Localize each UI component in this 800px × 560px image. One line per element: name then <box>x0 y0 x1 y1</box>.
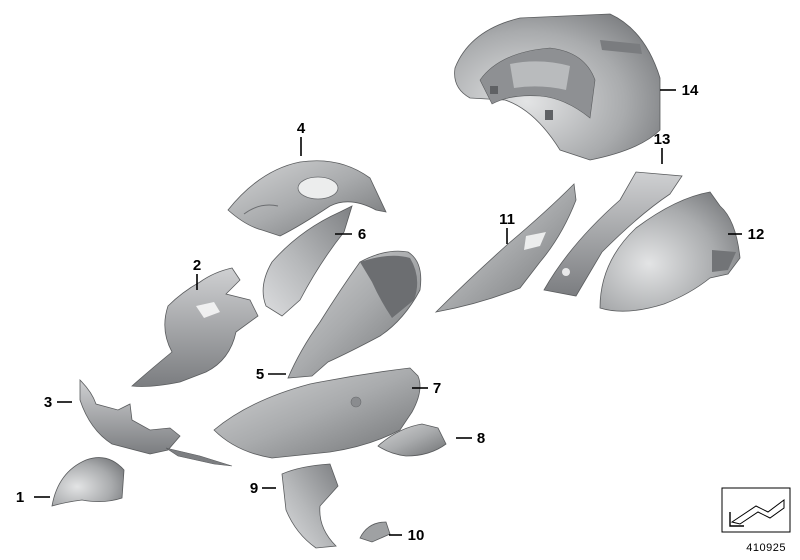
part-11-tail-side-panel <box>434 183 577 313</box>
view-direction-icon <box>721 487 791 533</box>
callout-10: 10 <box>408 527 425 544</box>
callout-6: 6 <box>358 226 366 243</box>
part-8-small-cover <box>377 423 447 457</box>
part-5-inner-panel <box>287 250 422 379</box>
part-14-top-case <box>454 13 661 161</box>
callout-4: 4 <box>297 120 306 137</box>
part-9-lower-trim <box>281 463 339 549</box>
callout-12: 12 <box>748 226 765 243</box>
part-4-upper-cover <box>227 160 387 237</box>
callout-9: 9 <box>250 480 258 497</box>
callout-14: 14 <box>682 82 699 99</box>
callout-7: 7 <box>433 380 441 397</box>
part-2-front-side-fairing <box>131 267 259 387</box>
callout-2: 2 <box>193 257 201 274</box>
callout-11: 11 <box>499 211 515 228</box>
callout-1: 1 <box>16 489 24 506</box>
part-7-lower-fairing-panel <box>213 367 421 459</box>
callout-5: 5 <box>256 366 264 383</box>
part-13-tail-trim <box>543 171 683 297</box>
part-10-small-cap <box>359 521 391 543</box>
part-1-front-mudguard <box>51 457 125 507</box>
callout-8: 8 <box>477 430 485 447</box>
callout-13: 13 <box>654 131 671 148</box>
part-3-front-spoiler <box>79 379 233 467</box>
part-6-side-panel <box>262 205 353 317</box>
diagram-number: 410925 <box>746 542 786 554</box>
part-12-rear-shell <box>599 191 741 312</box>
callout-3: 3 <box>44 394 52 411</box>
